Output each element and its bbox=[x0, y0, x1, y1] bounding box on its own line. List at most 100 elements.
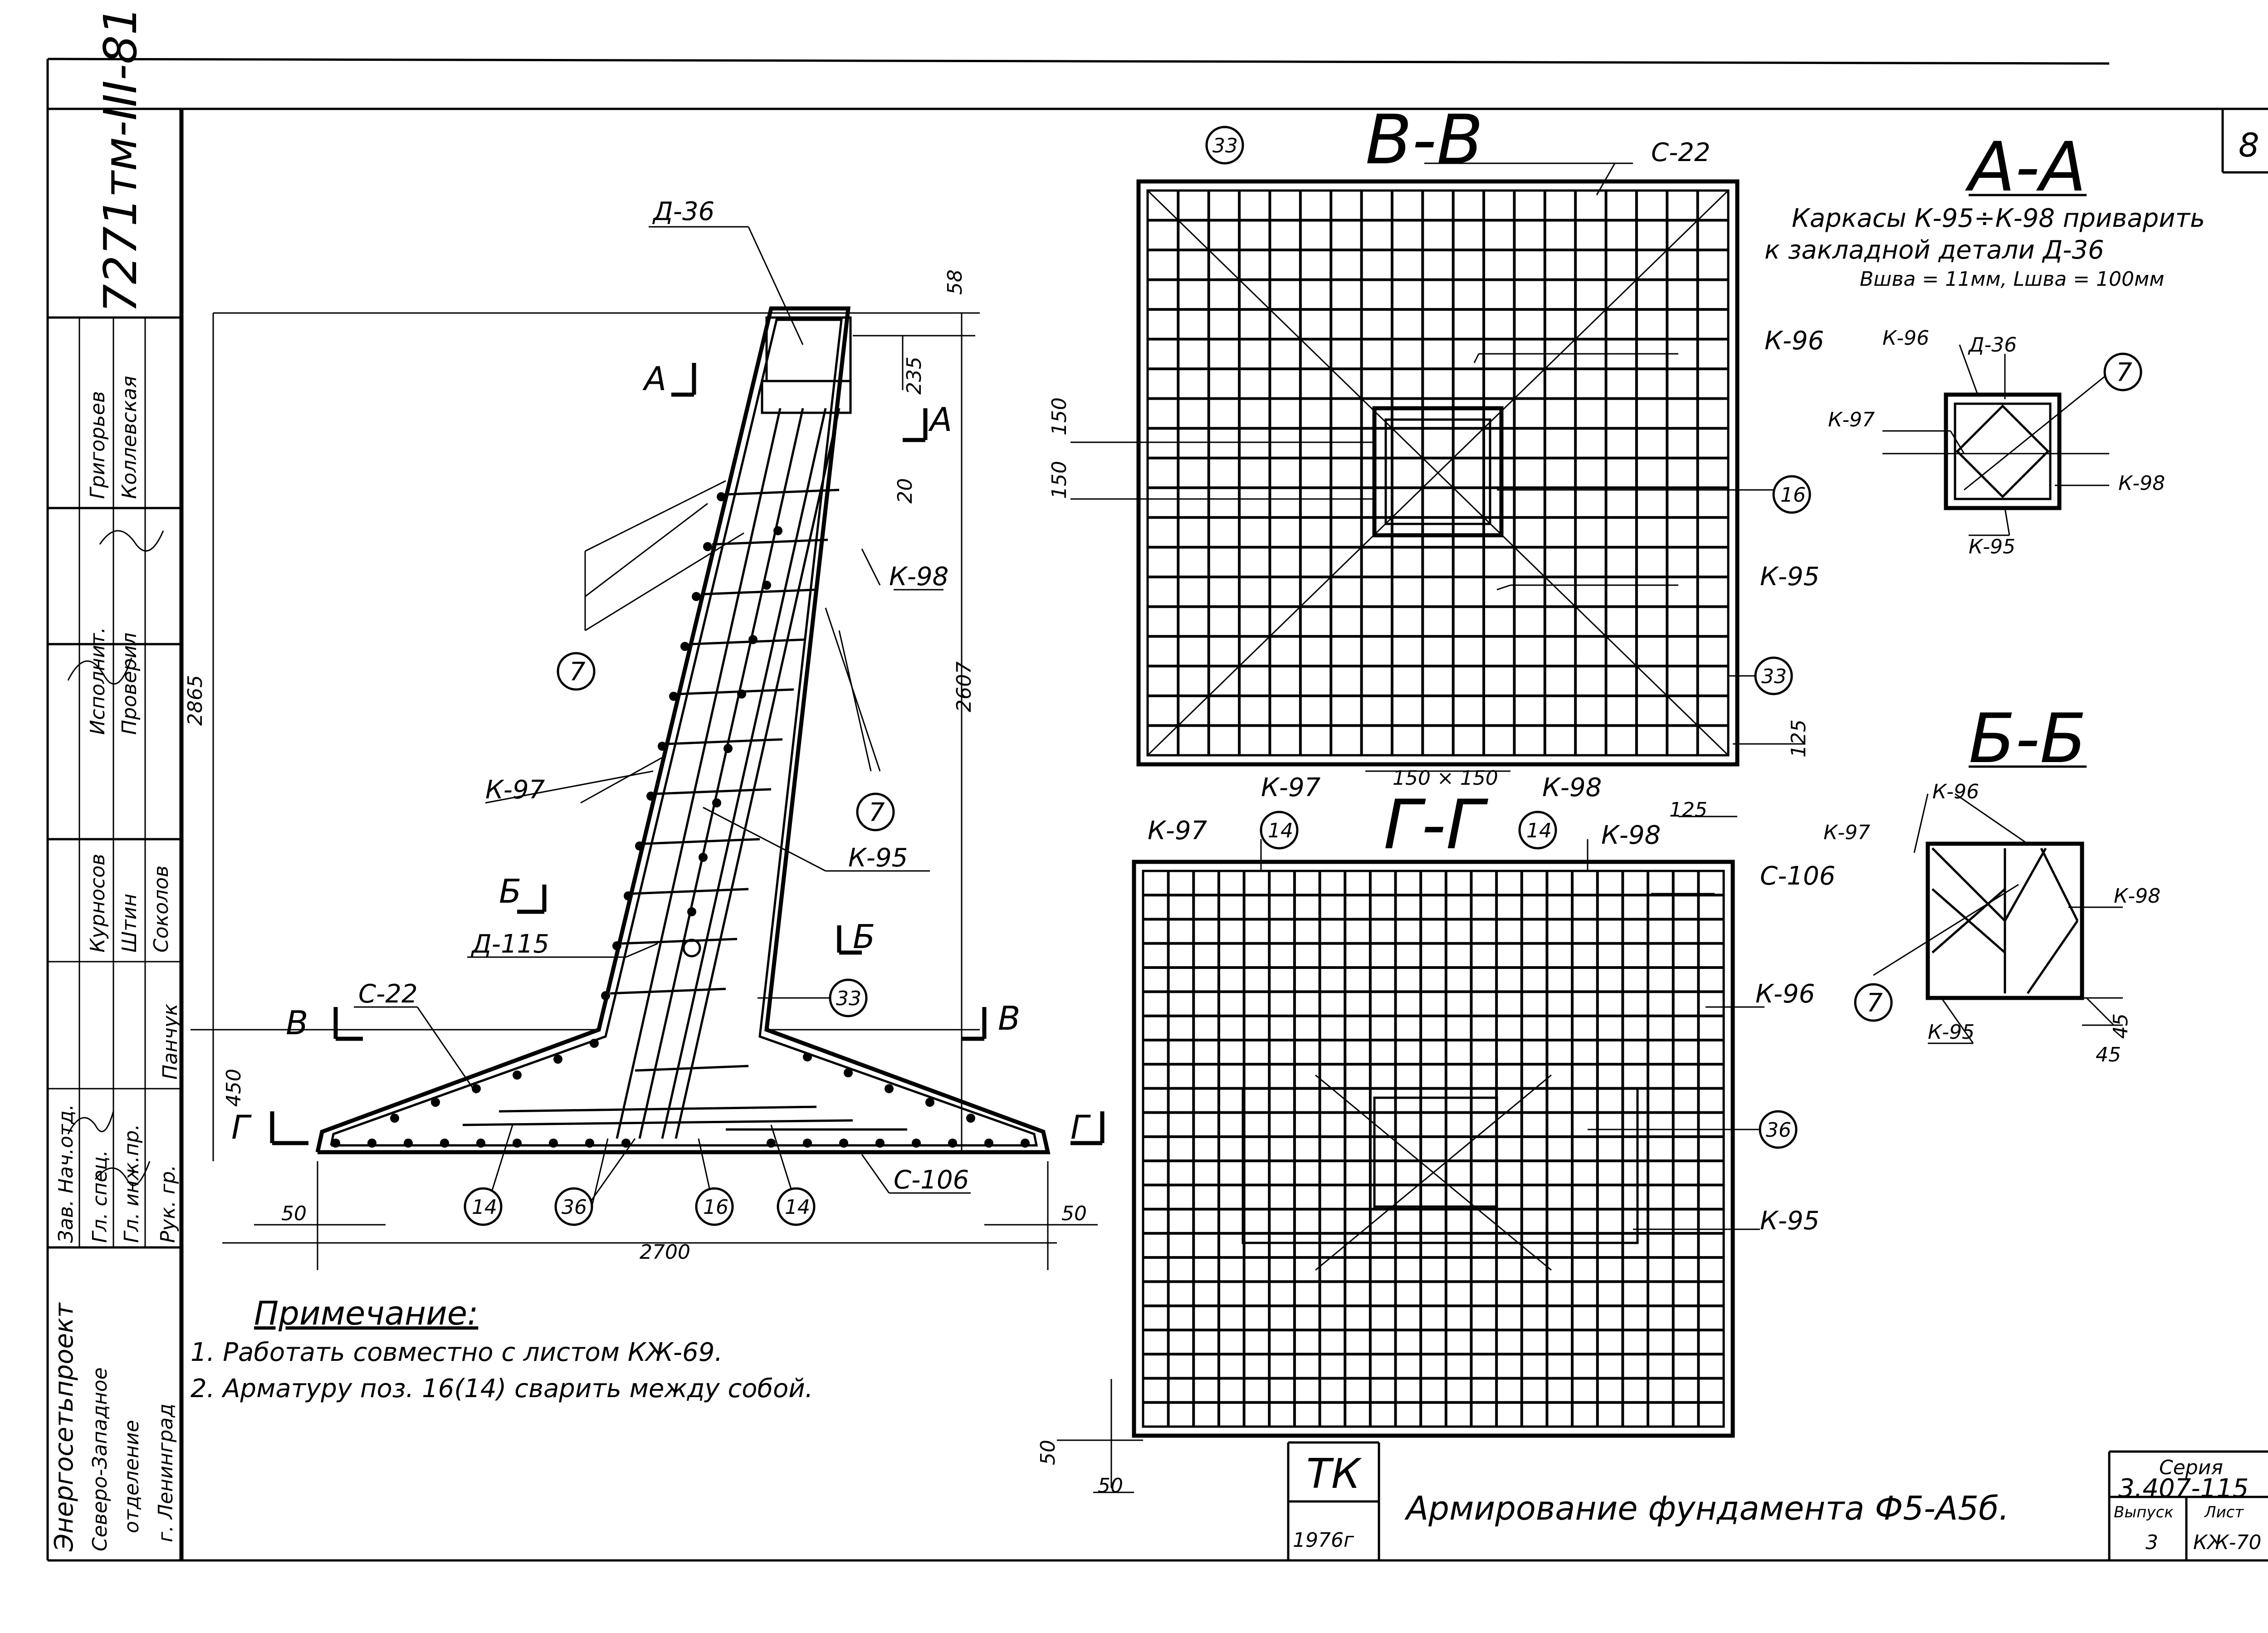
aa-note-line-1: Каркасы К-95÷К-98 приварить bbox=[1792, 204, 2205, 233]
stamp-role-3: Гл. инж.пр. bbox=[120, 1124, 143, 1243]
label-d36-aa: Д-36 bbox=[1968, 333, 2017, 357]
dim-45-horizontal: 45 bbox=[2096, 1043, 2121, 1066]
svg-text:36: 36 bbox=[562, 1196, 587, 1219]
label-k97-bb: К-97 bbox=[1823, 821, 1870, 844]
position-marker-36-elev: 36 bbox=[554, 1187, 593, 1226]
svg-text:14: 14 bbox=[472, 1196, 497, 1219]
note-1: 1. Работать совместно с листом КЖ-69. bbox=[191, 1338, 723, 1367]
label-k98-aa: К-98 bbox=[2118, 472, 2165, 495]
notes-title: Примечание: bbox=[254, 1294, 478, 1332]
label-k95-bb: К-95 bbox=[1928, 1021, 1975, 1044]
label-k97-aa: К-97 bbox=[1828, 408, 1875, 431]
position-marker-14-gg-right: 14 bbox=[1518, 811, 1557, 850]
label-k95-vv: К-95 bbox=[1760, 562, 1819, 592]
series-label: Серия bbox=[2159, 1456, 2223, 1479]
label-k98-elev: К-98 bbox=[889, 562, 948, 592]
position-marker-33-elev: 33 bbox=[829, 978, 868, 1017]
cut-a-right: А bbox=[928, 401, 952, 439]
stamp-name-6: Коллевская bbox=[118, 376, 141, 499]
dim-150x150: 150 × 150 bbox=[1393, 767, 1498, 790]
svg-text:16: 16 bbox=[703, 1196, 728, 1219]
foundation-elevation bbox=[191, 226, 1105, 1270]
position-marker-14-elev-b: 14 bbox=[777, 1187, 816, 1226]
stamp-role-1: Зав. Нач.отд. bbox=[54, 1104, 78, 1243]
svg-text:33: 33 bbox=[1761, 665, 1787, 688]
cut-v-left: В bbox=[286, 1004, 308, 1042]
label-k97-gg: К-97 bbox=[1148, 816, 1207, 846]
label-k96-vv: К-96 bbox=[1765, 326, 1824, 356]
label-c22-elev: С-22 bbox=[358, 979, 418, 1009]
aa-note-line-2: к закладной детали Д-36 bbox=[1765, 235, 2104, 265]
title-block bbox=[1287, 1441, 2268, 1560]
dim-50-right: 50 bbox=[1061, 1202, 1087, 1225]
position-marker-14-gg-left: 14 bbox=[1260, 811, 1299, 850]
dim-235: 235 bbox=[903, 357, 926, 395]
dim-125-gg: 125 bbox=[1669, 798, 1707, 821]
svg-text:33: 33 bbox=[836, 987, 861, 1010]
svg-text:7: 7 bbox=[569, 657, 586, 687]
dim-20: 20 bbox=[894, 478, 917, 504]
label-k96-gg: К-96 bbox=[1755, 979, 1815, 1009]
stamp-code: 7271тм-III-81 bbox=[94, 6, 147, 313]
stamp-role-2: Гл. спец. bbox=[88, 1150, 112, 1243]
sheet-label: Лист bbox=[2204, 1503, 2244, 1521]
issue-label: Выпуск bbox=[2114, 1503, 2174, 1521]
dim-50-left: 50 bbox=[281, 1202, 307, 1225]
cut-b-left: Б bbox=[499, 872, 521, 910]
signature-marks bbox=[67, 530, 164, 1186]
section-a-a-title: А-А bbox=[1965, 128, 2086, 207]
section-v-v-plan bbox=[1070, 162, 1805, 772]
dim-2865: 2865 bbox=[184, 675, 207, 726]
sheet-number: КЖ-70 bbox=[2193, 1531, 2262, 1554]
svg-text:7: 7 bbox=[1867, 988, 1883, 1018]
stamp-role-6: Проверил bbox=[118, 632, 141, 735]
dim-150-vv-b: 150 bbox=[1048, 397, 1071, 435]
position-marker-7-bb: 7 bbox=[1854, 983, 1893, 1022]
note-2: 2. Арматуру поз. 16(14) сварить между со… bbox=[191, 1374, 813, 1403]
drawing-frame bbox=[46, 58, 2268, 1562]
svg-text:33: 33 bbox=[1212, 134, 1238, 157]
svg-text:14: 14 bbox=[1268, 819, 1293, 842]
aa-note-line-3: Вшва = 11мм, Lшва = 100мм bbox=[1860, 268, 2164, 291]
cut-g-right: Г bbox=[1070, 1108, 1091, 1146]
dim-50-gg-horizontal: 50 bbox=[1098, 1474, 1123, 1497]
drawing-title: Армирование фундамента Ф5-А5б. bbox=[1404, 1489, 2009, 1527]
section-g-g-title: Г-Г bbox=[1383, 786, 1489, 865]
label-k95-gg: К-95 bbox=[1760, 1206, 1819, 1236]
label-k97-elev: К-97 bbox=[485, 775, 545, 805]
label-k95-aa: К-95 bbox=[1969, 535, 2015, 558]
position-marker-7-aa: 7 bbox=[2103, 352, 2142, 391]
svg-text:14: 14 bbox=[785, 1196, 810, 1219]
dim-45-vertical: 45 bbox=[2109, 1013, 2132, 1039]
left-stamp bbox=[48, 316, 181, 1249]
svg-text:7: 7 bbox=[2116, 358, 2132, 387]
series-number: 3.407-115 bbox=[2118, 1474, 2248, 1503]
stamp-name-5: Григорьев bbox=[86, 391, 109, 499]
position-marker-33-vv-right: 33 bbox=[1754, 656, 1793, 695]
stamp-name-1: Курносов bbox=[86, 854, 109, 953]
section-v-v-title: В-В bbox=[1365, 101, 1483, 180]
position-marker-16-elev: 16 bbox=[695, 1187, 734, 1226]
dim-2700: 2700 bbox=[640, 1241, 690, 1264]
cut-v-right: В bbox=[998, 999, 1020, 1037]
section-g-g-plan bbox=[1057, 816, 1765, 1493]
stamp-role-4: Рук. гр. bbox=[156, 1165, 180, 1243]
tk-mark: ТК bbox=[1306, 1450, 1362, 1498]
label-k96-aa: К-96 bbox=[1882, 327, 1929, 350]
org-line-2: Северо-Западное bbox=[88, 1367, 112, 1551]
section-b-b-detail bbox=[1873, 765, 2123, 1044]
dim-2607: 2607 bbox=[953, 661, 976, 712]
org-line-3: отделение bbox=[120, 1420, 143, 1533]
cut-g-left: Г bbox=[231, 1108, 252, 1146]
tk-year: 1976г bbox=[1293, 1529, 1354, 1552]
stamp-name-2: Штин bbox=[118, 894, 141, 953]
svg-text:16: 16 bbox=[1780, 484, 1806, 507]
position-marker-33-vv-top: 33 bbox=[1205, 126, 1244, 165]
cut-b-right: Б bbox=[853, 918, 875, 956]
label-k95-elev: К-95 bbox=[848, 843, 908, 873]
label-c106-elev: С-106 bbox=[894, 1165, 969, 1195]
label-d115-elev: Д-115 bbox=[470, 929, 549, 959]
label-c106-gg: С-106 bbox=[1760, 861, 1835, 891]
issue-number: 3 bbox=[2146, 1531, 2158, 1554]
label-k98-bb: К-98 bbox=[2114, 885, 2160, 908]
